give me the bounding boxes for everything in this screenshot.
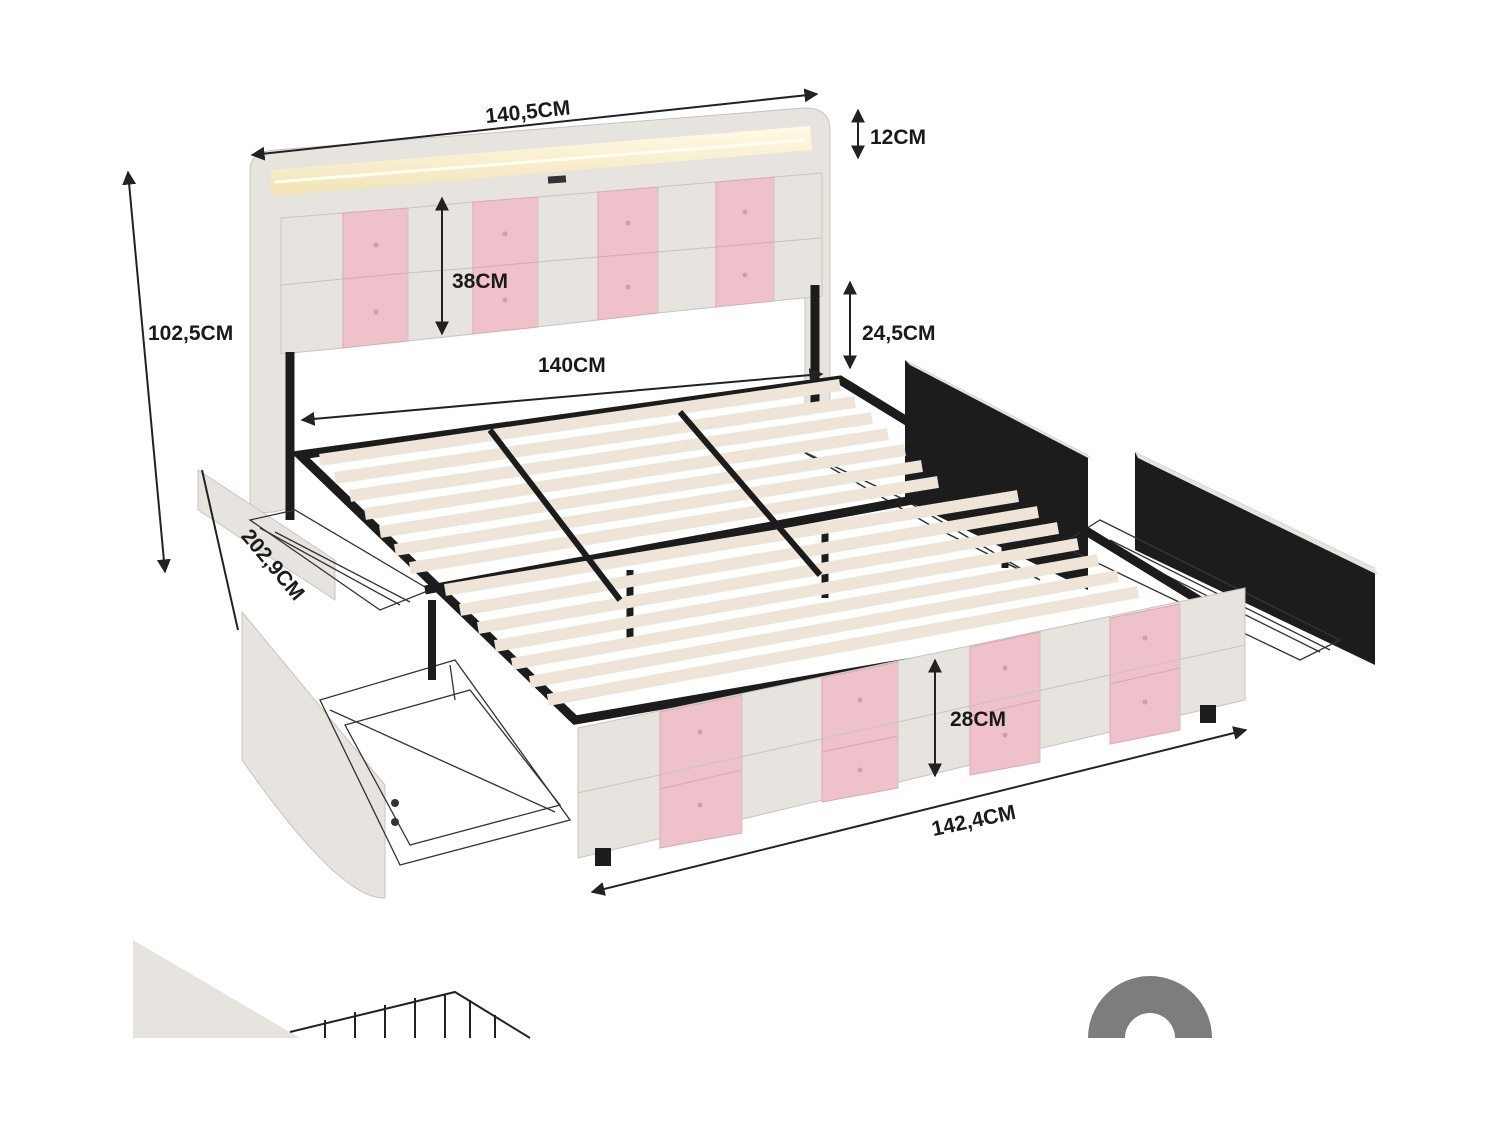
headboard (249, 107, 831, 520)
detail-crop-hardware (1088, 976, 1212, 1038)
usb-port-icon (547, 175, 567, 184)
detail-crop-drawer-corner (133, 940, 531, 1039)
footboard-width-label: 142,4CM (930, 801, 1018, 841)
dimension-lines (122, 88, 1248, 896)
total-height-label: 102,5CM (148, 322, 233, 345)
clearance-height-label: 24,5CM (862, 322, 936, 345)
left-rear-drawer (197, 469, 432, 611)
inner-width-label: 140CM (538, 354, 606, 377)
footboard-height-label: 28CM (950, 708, 1006, 731)
shelf-height-label: 12CM (870, 126, 926, 149)
headboard-tufted-panels (280, 172, 823, 355)
headboard-width-label: 140,5CM (484, 96, 571, 128)
left-front-drawer (241, 610, 572, 899)
panel-height-label: 38CM (452, 270, 508, 293)
slat-support-bars (487, 410, 823, 602)
right-front-drawer (1058, 452, 1378, 665)
